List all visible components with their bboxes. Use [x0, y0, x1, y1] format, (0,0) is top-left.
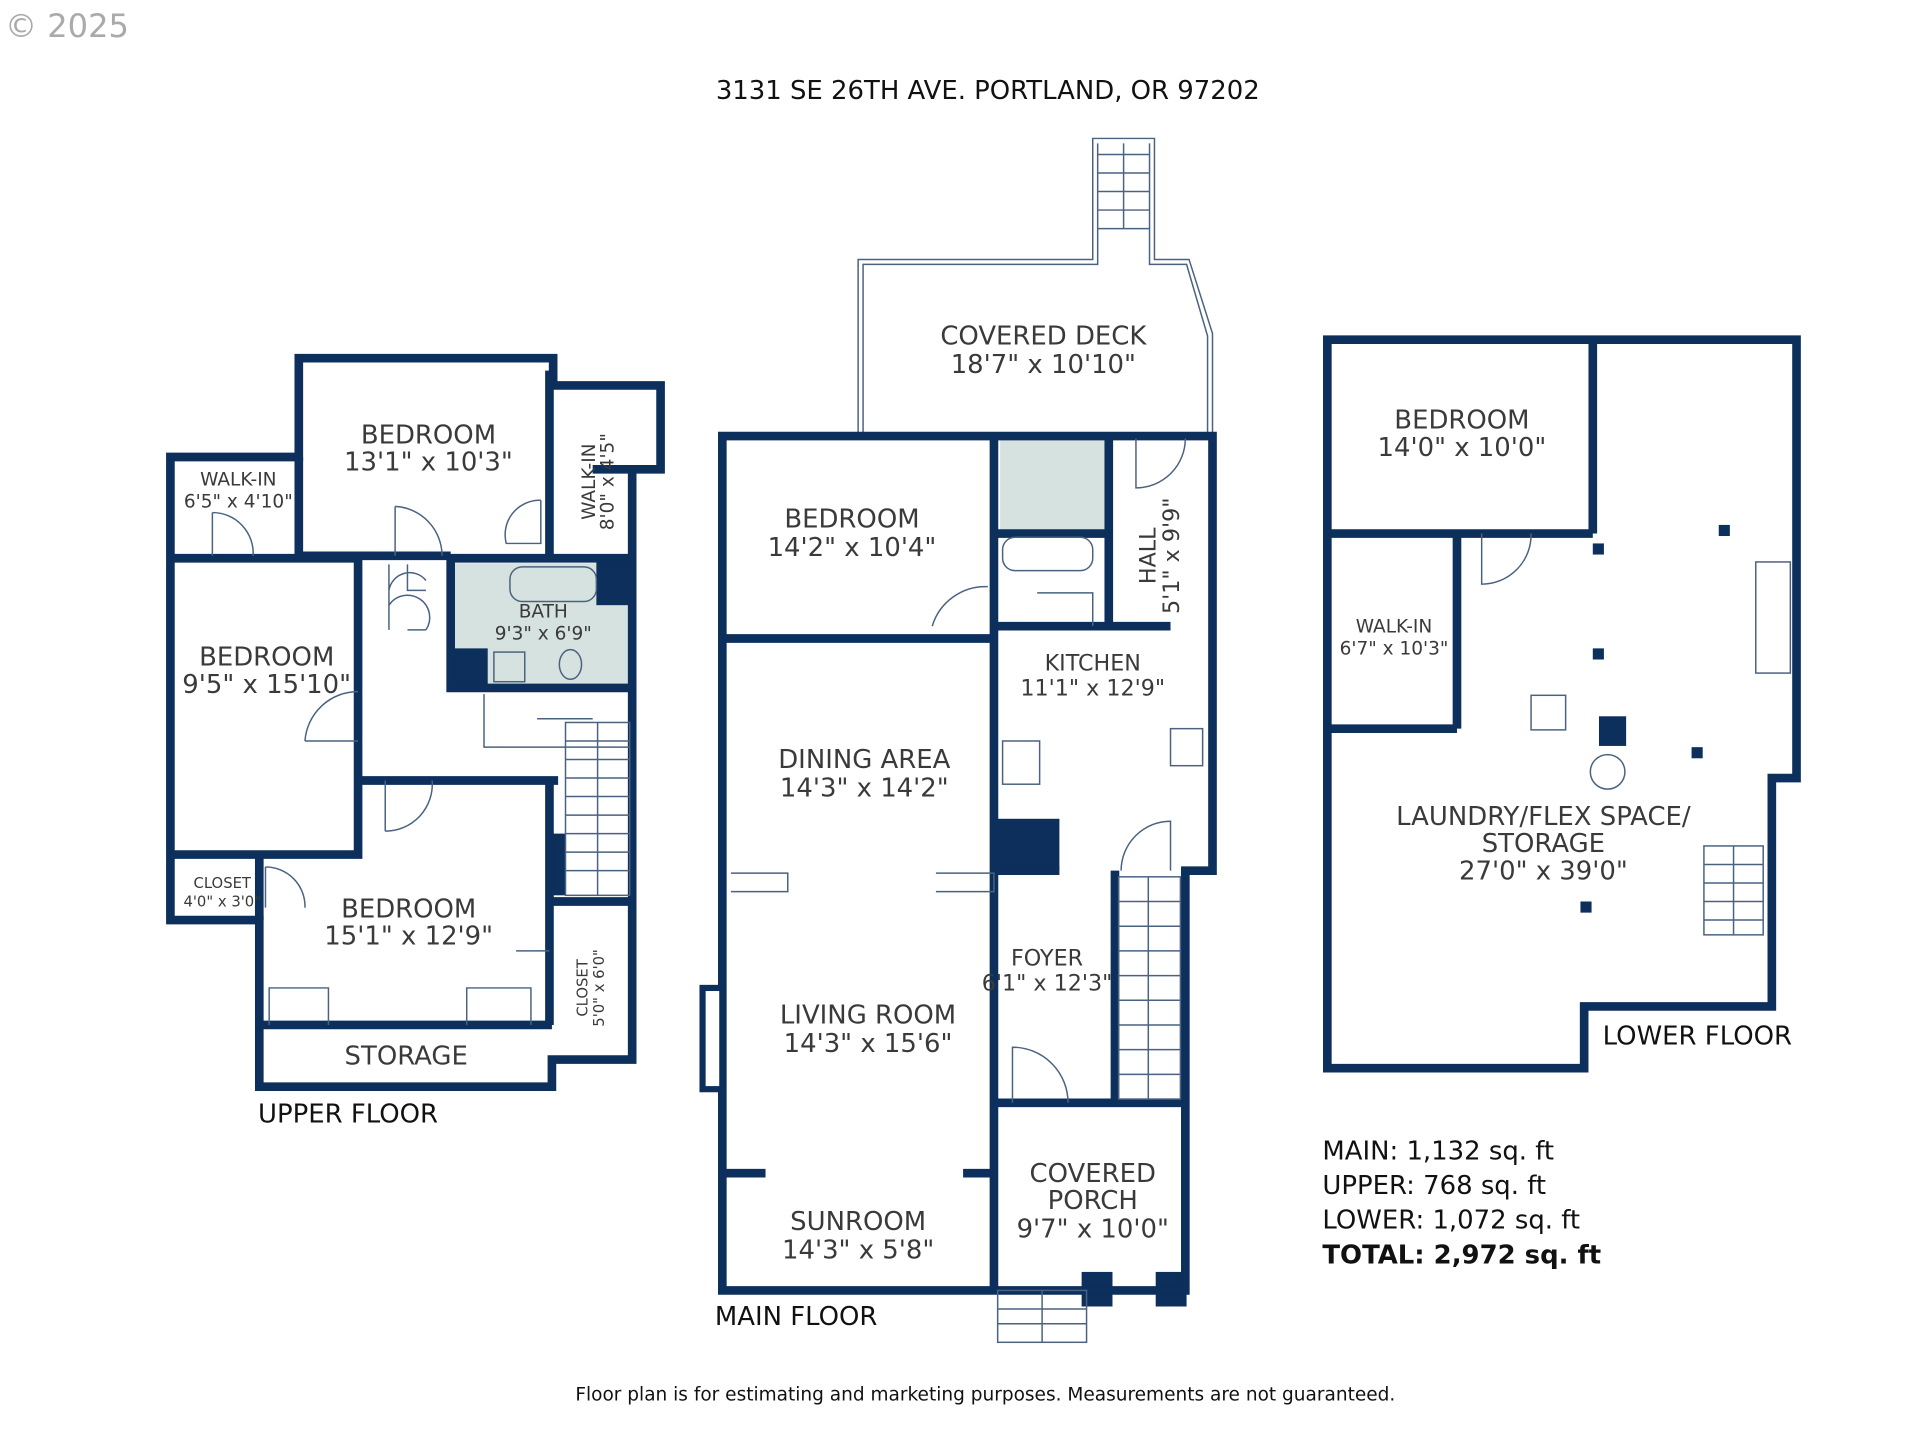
property-address: 3131 SE 26TH AVE. PORTLAND, OR 97202	[716, 76, 1260, 106]
room-size: 8'0" x 4'5"	[598, 433, 619, 530]
floor-label: LOWER FLOOR	[1603, 1022, 1792, 1052]
lower-inner-walls	[1327, 339, 1598, 733]
main-inner-walls	[722, 436, 1186, 1291]
room-size: 9'7" x 10'0"	[1017, 1214, 1169, 1244]
room-name: HALL	[1136, 527, 1162, 584]
room-name: STORAGE	[345, 1041, 468, 1071]
room-name: LAUNDRY/FLEX SPACE/	[1396, 802, 1691, 832]
room-size: 15'1" x 12'9"	[324, 922, 493, 952]
upper-floor: BEDROOM 13'1" x 10'3" WALK-IN 6'5" x 4'1…	[166, 353, 665, 1130]
room-size: 13'1" x 10'3"	[344, 448, 513, 478]
fireplace	[699, 984, 726, 1093]
room-size: 14'0" x 10'0"	[1378, 433, 1547, 463]
room-name: STORAGE	[1482, 829, 1605, 859]
room-size: 6'7" x 10'3"	[1340, 639, 1449, 660]
support-posts	[1580, 524, 1730, 913]
room-name: BATH	[519, 602, 568, 623]
room-name: BEDROOM	[199, 643, 334, 673]
wall-block	[450, 648, 488, 690]
room-size: 14'2" x 10'4"	[768, 533, 937, 563]
floor-label: MAIN FLOOR	[715, 1302, 878, 1332]
room-name: WALK-IN	[1356, 616, 1432, 637]
area-summary: MAIN: 1,132 sq. ft UPPER: 768 sq. ft LOW…	[1322, 1137, 1601, 1271]
room-name: PORCH	[1048, 1186, 1138, 1216]
disclaimer: Floor plan is for estimating and marketi…	[575, 1384, 1395, 1405]
room-name: LIVING ROOM	[780, 1001, 956, 1031]
room-size: 14'3" x 14'2"	[780, 774, 949, 804]
area-total: TOTAL: 2,972 sq. ft	[1322, 1240, 1601, 1270]
area-upper: UPPER: 768 sq. ft	[1322, 1171, 1546, 1201]
area-main: MAIN: 1,132 sq. ft	[1322, 1137, 1554, 1167]
room-name: COVERED DECK	[940, 322, 1147, 352]
lower-floor: BEDROOM 14'0" x 10'0" WALK-IN 6'7" x 10'…	[1323, 335, 1801, 1073]
room-size: 9'5" x 15'10"	[182, 670, 351, 700]
main-floor: COVERED DECK 18'7" x 10'10" BEDROOM 14'2…	[699, 137, 1217, 1344]
room-size: 6'1" x 12'3"	[982, 970, 1113, 996]
room-name: SUNROOM	[790, 1207, 926, 1237]
room-name: CLOSET	[575, 958, 592, 1016]
room-size: 18'7" x 10'10"	[951, 350, 1136, 380]
room-name: CLOSET	[194, 875, 252, 892]
room-size: 14'3" x 15'6"	[784, 1029, 953, 1059]
room-size: 9'3" x 6'9"	[495, 624, 592, 645]
room-size: 11'1" x 12'9"	[1020, 675, 1165, 701]
room-name: FOYER	[1011, 946, 1083, 972]
copyright-watermark: © 2025	[5, 7, 129, 45]
chimney-block	[997, 818, 1060, 871]
bath-fill	[1000, 439, 1108, 533]
room-name: COVERED	[1030, 1159, 1156, 1189]
wall-block	[596, 561, 634, 606]
room-name: BEDROOM	[784, 504, 919, 534]
main-outer-wall	[717, 431, 1217, 1295]
room-name: DINING AREA	[778, 745, 950, 775]
floor-label: UPPER FLOOR	[258, 1100, 438, 1130]
room-size: 5'1" x 9'9"	[1159, 498, 1185, 614]
room-name: KITCHEN	[1045, 651, 1141, 677]
deck-outline	[857, 137, 1214, 437]
area-lower: LOWER: 1,072 sq. ft	[1322, 1206, 1580, 1236]
room-name: BEDROOM	[341, 895, 476, 925]
room-size: 6'5" x 4'10"	[184, 492, 293, 513]
room-name: BEDROOM	[361, 420, 496, 450]
room-name: WALK-IN	[579, 443, 600, 519]
room-name: WALK-IN	[200, 469, 276, 490]
upper-inner-walls	[170, 370, 633, 1030]
room-size: 14'3" x 5'8"	[782, 1235, 934, 1265]
room-size: 27'0" x 39'0"	[1459, 856, 1628, 886]
room-name: BEDROOM	[1394, 406, 1529, 436]
room-size: 4'0" x 3'0"	[183, 893, 261, 910]
lower-outer-wall	[1323, 335, 1801, 1073]
room-size: 5'0" x 6'0"	[591, 949, 608, 1027]
